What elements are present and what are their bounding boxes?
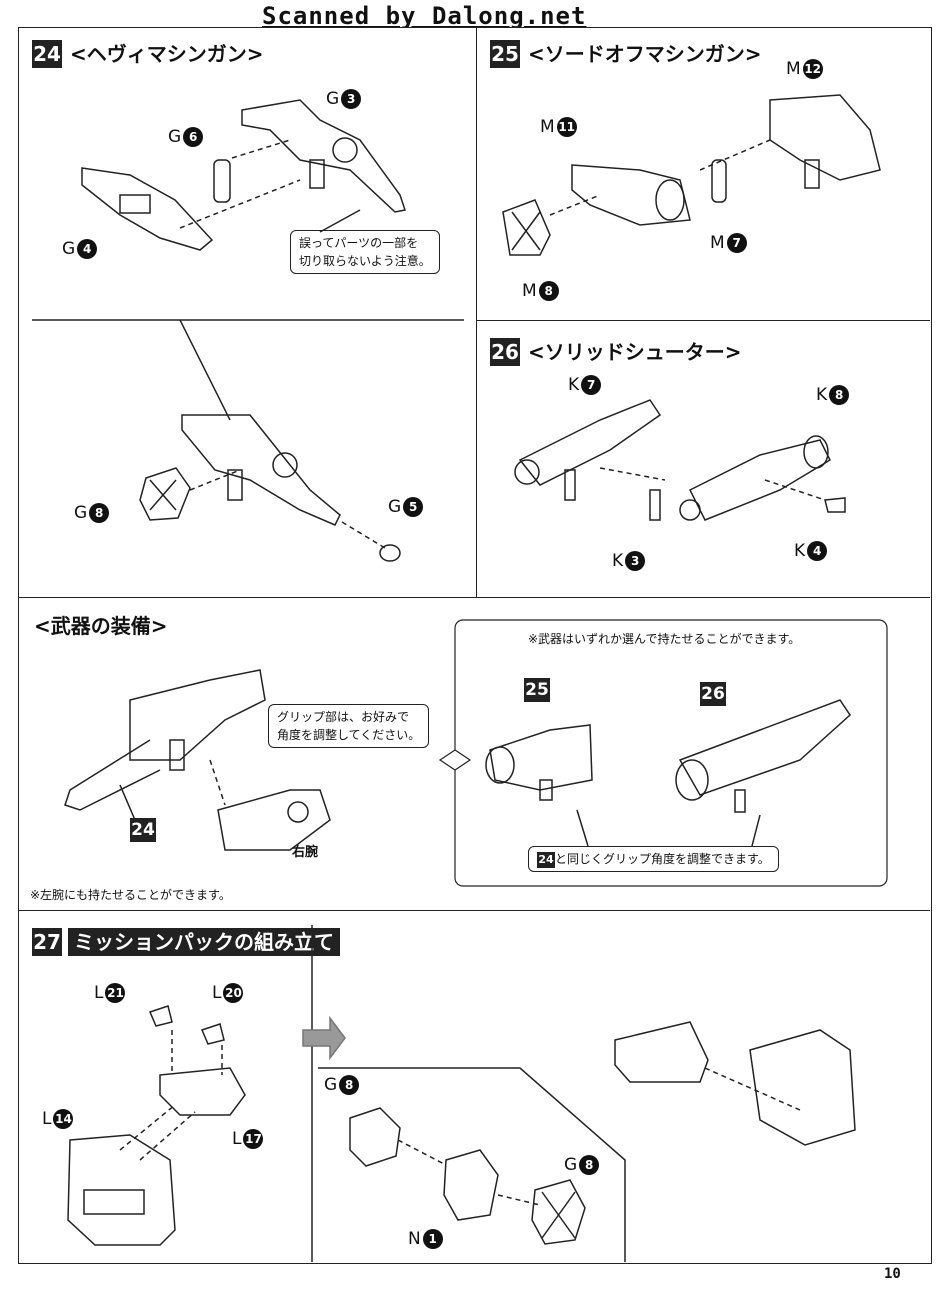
equip-arm-label: 右腕 [292,845,319,860]
equip-grip-note: 24と同じくグリップ角度を調整できます。 [528,846,779,872]
step-27-title: ミッションパックの組み立て [68,928,340,956]
step-24-warning-callout: 誤ってパーツの一部を 切り取らないよう注意。 [290,230,440,274]
equip-grip-note-badge: 24 [537,852,555,868]
divider-25-26 [476,320,930,321]
equip-badge-26: 26 [700,682,726,706]
equip-title: <武器の装備> [34,614,168,638]
step-25-title: <ソードオフマシンガン> [528,42,762,66]
step-25-number: 25 [490,40,520,68]
equip-badge-24: 24 [130,818,156,842]
equip-grip-callout: グリップ部は、お好みで 角度を調整してください。 [268,704,430,748]
page-frame [18,27,932,1264]
divider-top-equip [18,597,930,598]
step-27-number: 27 [32,928,62,956]
equip-badge-25: 25 [524,678,550,702]
step-24-number: 24 [32,40,62,68]
step-24-title: <ヘヴィマシンガン> [70,42,264,66]
step-26-title: <ソリッドシューター> [528,340,742,364]
equip-grip-note-text: と同じくグリップ角度を調整できます。 [555,852,770,866]
equip-choice-note: ※武器はいずれか選んで持たせることができます。 [528,632,801,646]
divider-vertical-top [476,27,477,597]
step-26-number: 26 [490,338,520,366]
equip-footnote: ※左腕にも持たせることができます。 [30,888,231,902]
scanner-credit: Scanned by Dalong.net [262,2,587,30]
page-number: 10 [884,1266,901,1282]
divider-equip-27 [18,910,930,911]
